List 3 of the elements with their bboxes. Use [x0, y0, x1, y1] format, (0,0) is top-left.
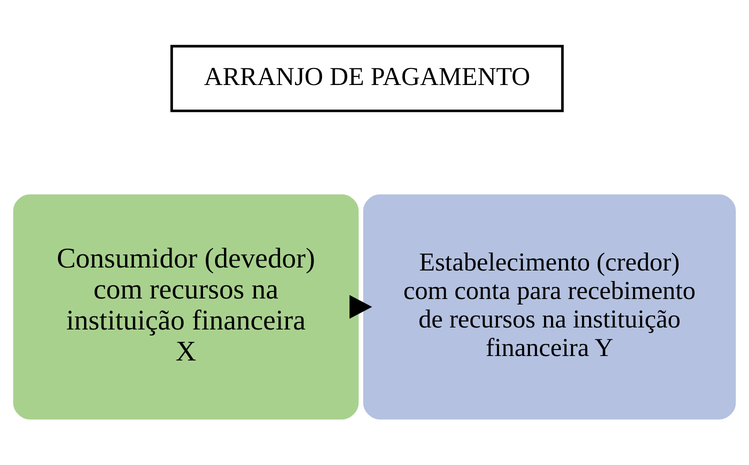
arrow [349, 295, 372, 319]
node-box: ARRANJO DE PAGAMENTO [170, 44, 564, 112]
node-box: Estabelecimento (credor) com conta para recebimento de recursos na instituição financeira Y [363, 194, 736, 420]
